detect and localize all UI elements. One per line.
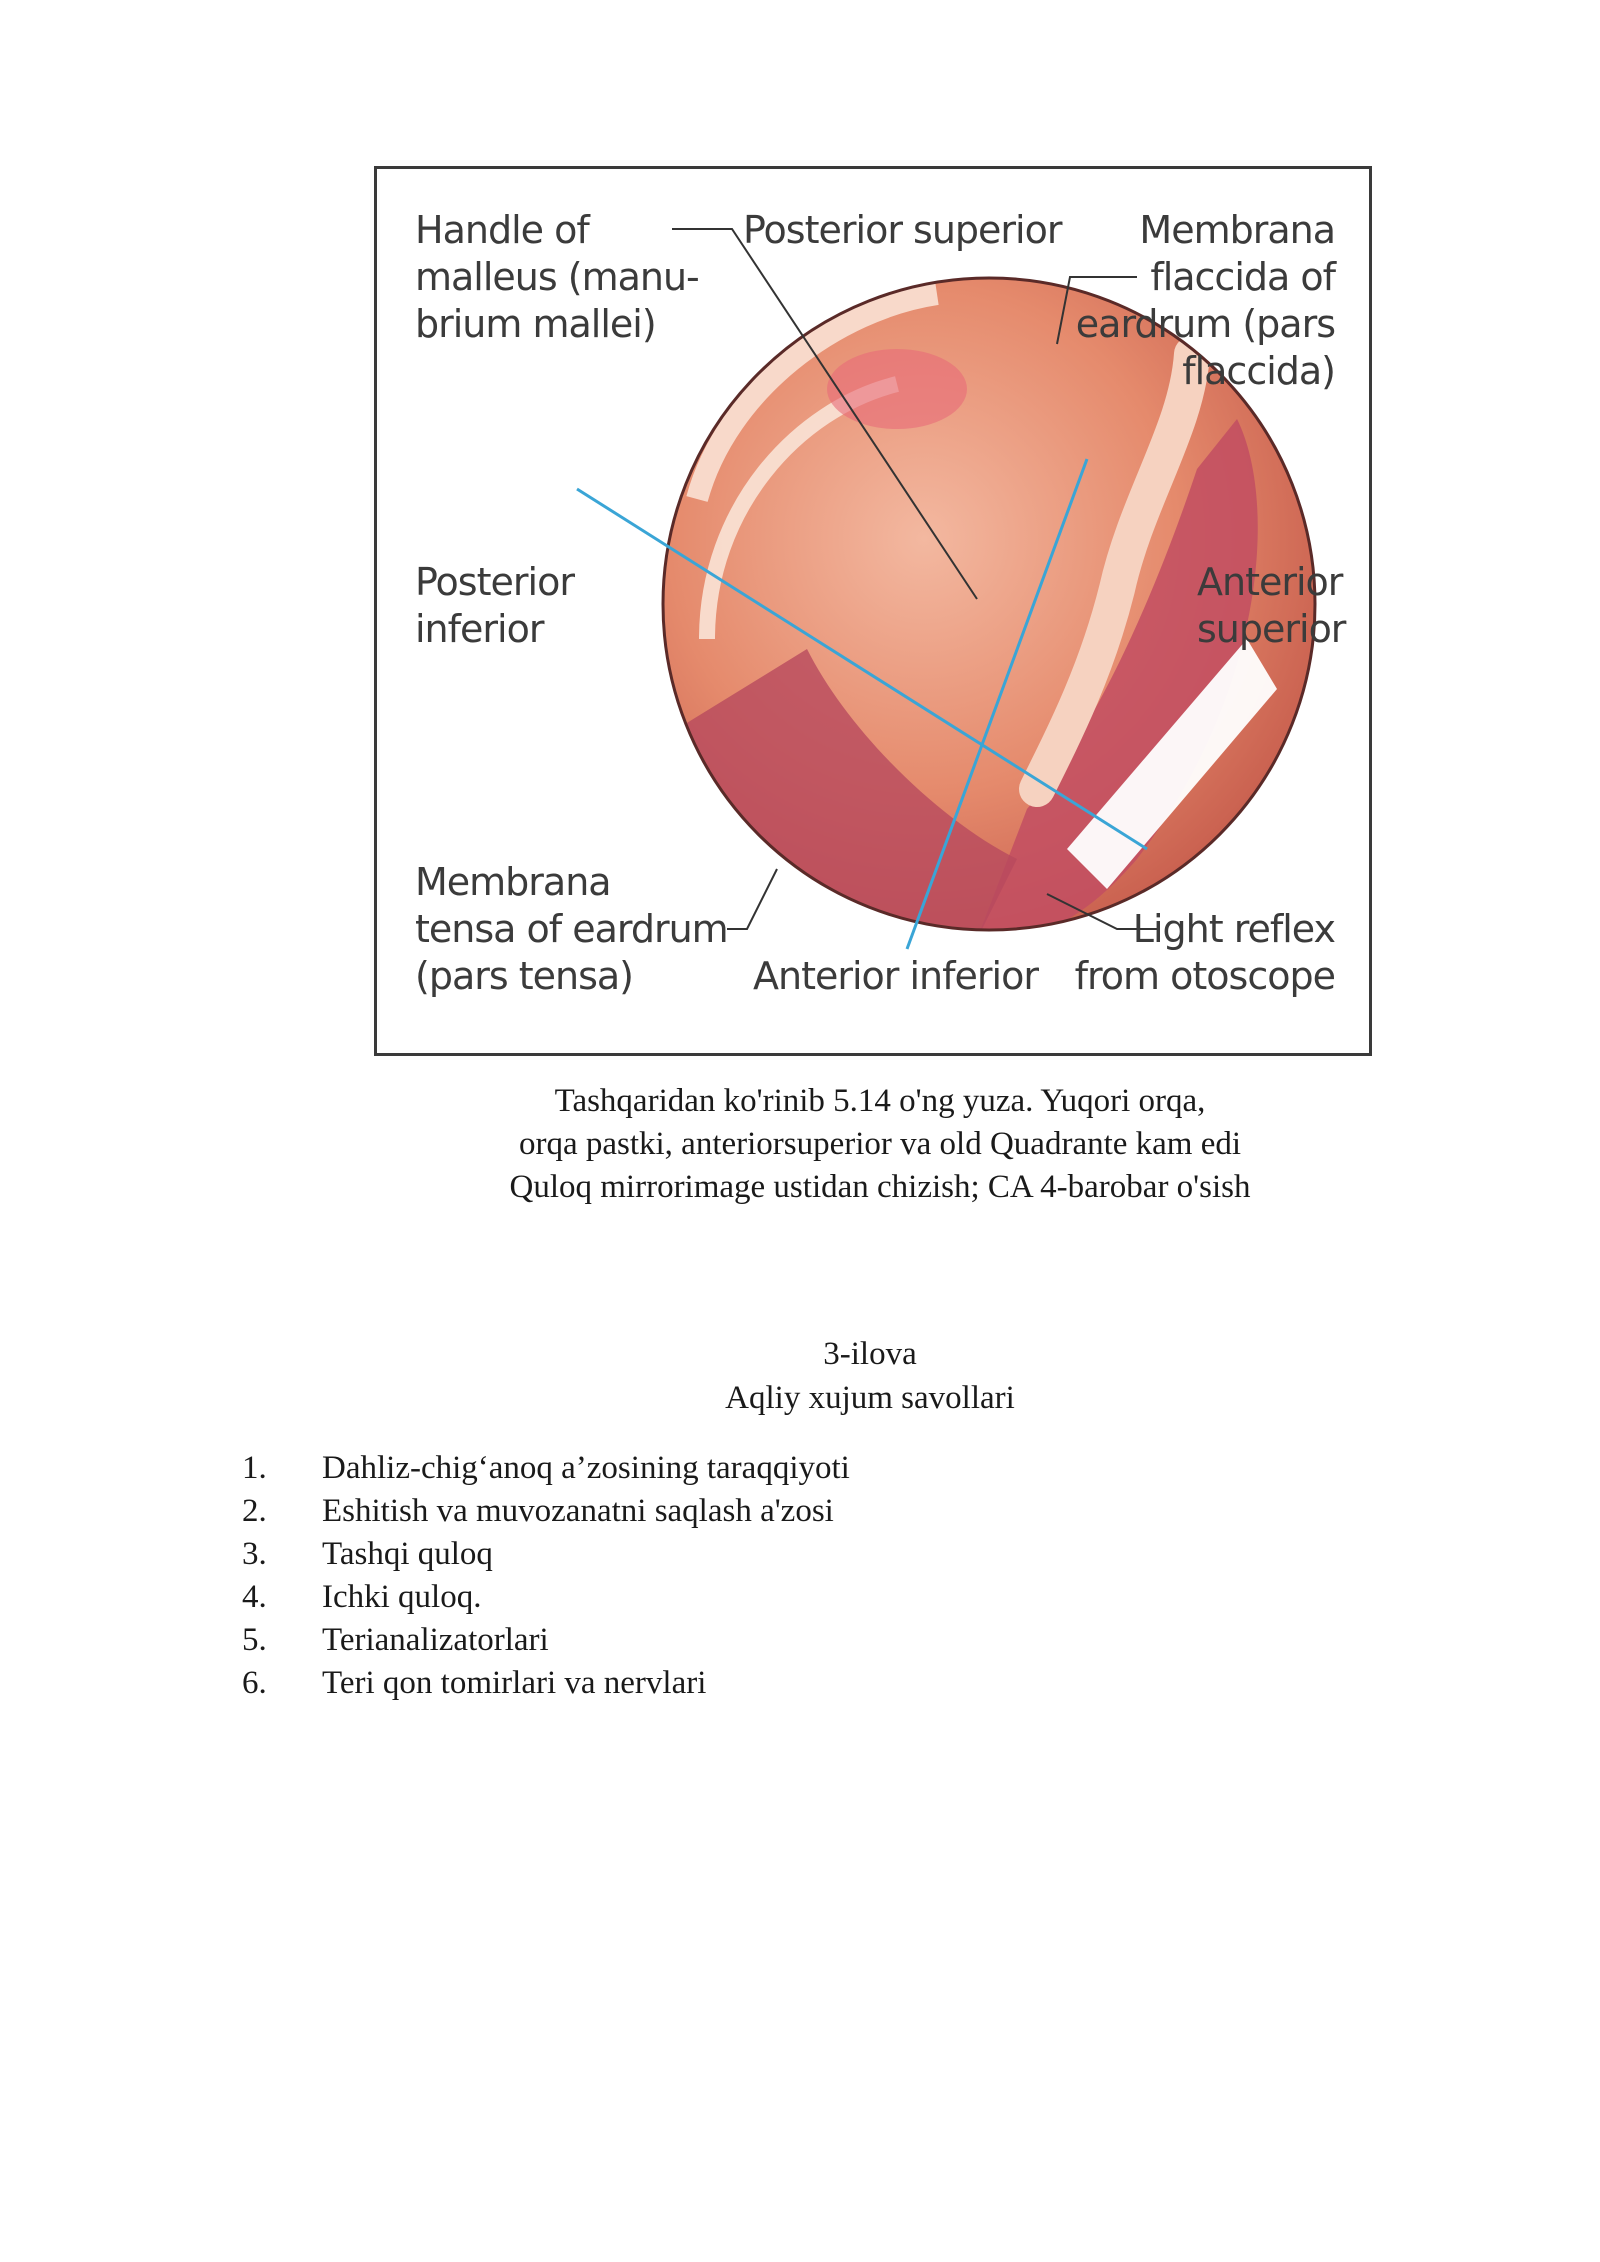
- list-item: 3.Tashqi quloq: [242, 1536, 493, 1572]
- list-item: 4.Ichki quloq.: [242, 1579, 482, 1615]
- label-anterior-superior: Anterior superior: [1197, 560, 1346, 651]
- eardrum-illustration: [576, 228, 1317, 950]
- label-posterior-inferior: Posterior inferior: [415, 560, 575, 651]
- appendix-label: 3-ilova: [823, 1336, 917, 1372]
- malleus-handle: [1019, 336, 1210, 807]
- leader-handle-of-malleus: [672, 228, 978, 600]
- pars-tensa-region: [677, 649, 1017, 930]
- label-pars-flaccida: Membrana flaccida of eardrum (pars flacc…: [1075, 208, 1336, 393]
- anterior-membrane-region: [977, 419, 1258, 930]
- annulus-rim: [686, 283, 939, 502]
- label-handle-of-malleus: Handle of malleus (manu- brium mallei): [415, 208, 700, 346]
- list-item: 1.Dahliz-chig‘anoq a’zosining taraqqiyot…: [242, 1450, 850, 1486]
- question-list: 1.Dahliz-chig‘anoq a’zosining taraqqiyot…: [242, 1447, 1342, 1705]
- leader-pars-tensa: [727, 868, 778, 930]
- leader-pars-flaccida: [1056, 276, 1137, 345]
- list-item: 2.Eshitish va muvozanatni saqlash a'zosi: [242, 1493, 834, 1529]
- light-reflex-cone: [1067, 639, 1277, 889]
- label-posterior-superior: Posterior superior: [743, 208, 1062, 252]
- label-pars-tensa: Membrana tensa of eardrum (pars tensa): [415, 860, 729, 998]
- posterior-vessels: [827, 349, 967, 429]
- figure-caption: Tashqaridan ko'rinib 5.14 o'ng yuza. Yuq…: [509, 1083, 1251, 1205]
- label-light-reflex: Light reflex from otoscope: [1074, 907, 1336, 998]
- quadrant-line-vertical: [905, 458, 1089, 950]
- leader-light-reflex: [1046, 893, 1157, 930]
- list-item: 6.Teri qon tomirlari va nervlari: [242, 1665, 707, 1701]
- appendix-title: Aqliy xujum savollari: [725, 1380, 1015, 1416]
- quadrant-line-horizontal: [576, 487, 1148, 851]
- eardrum-figure: Handle of malleus (manu- brium mallei) P…: [374, 166, 1372, 1056]
- list-item: 5.Terianalizatorlari: [242, 1622, 549, 1658]
- label-anterior-inferior: Anterior inferior: [753, 954, 1039, 998]
